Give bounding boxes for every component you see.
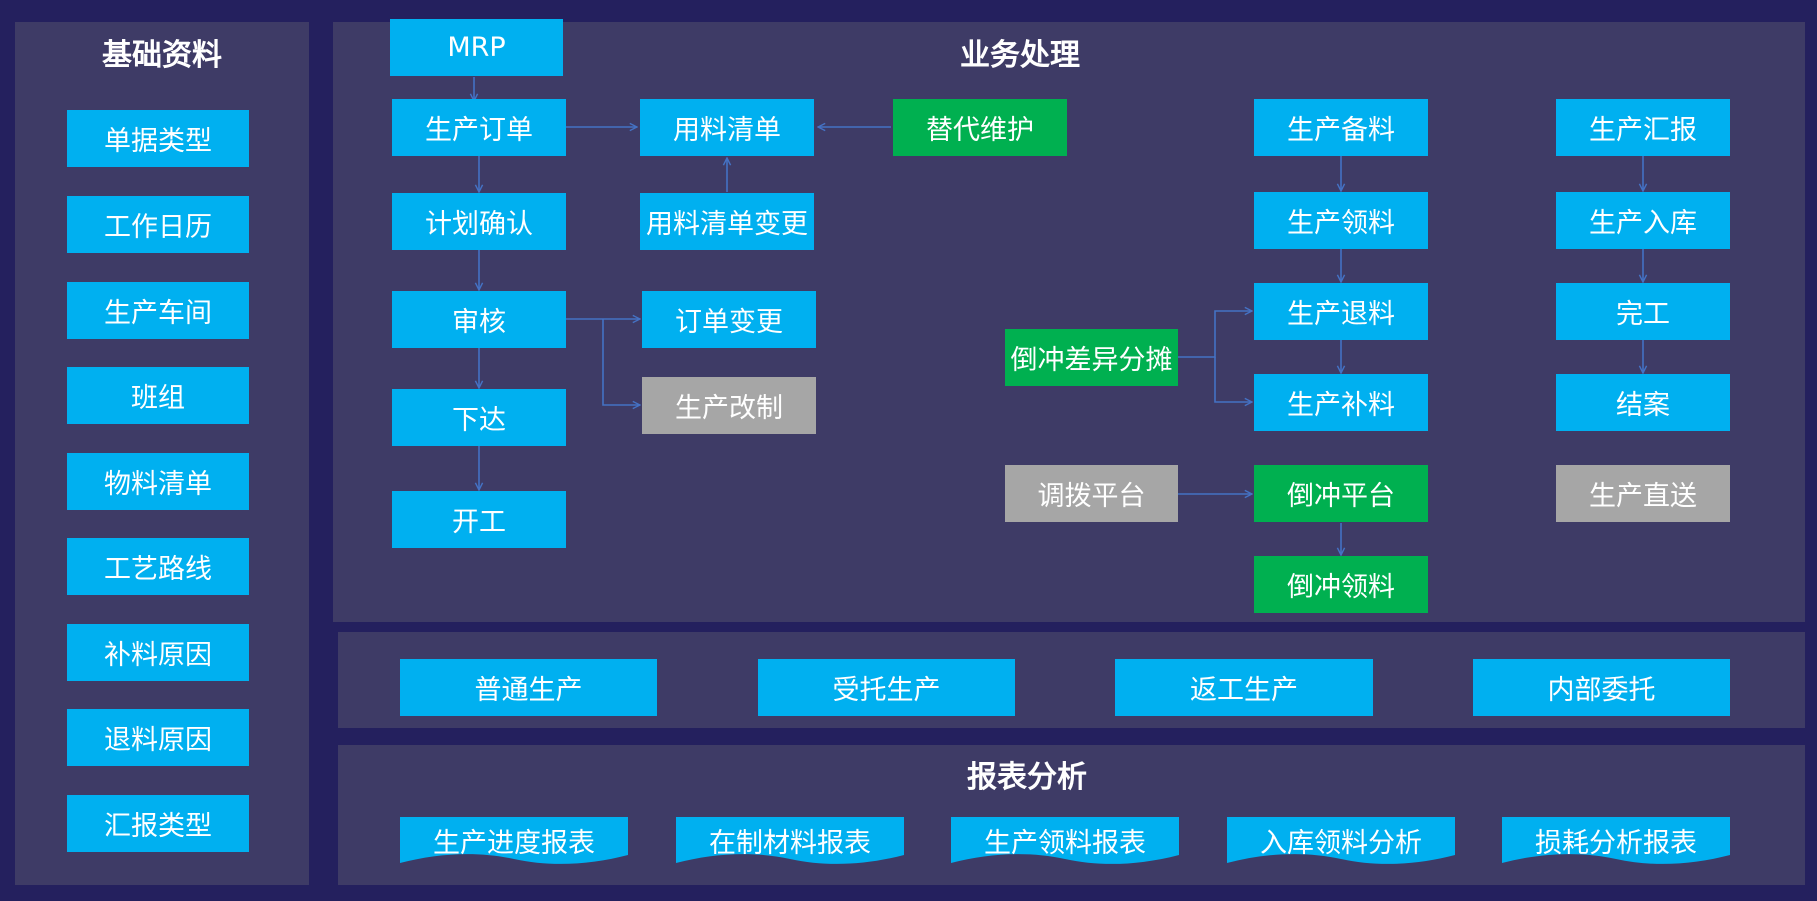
basic-data-title: 基础资料	[102, 38, 222, 73]
box-transfer-platform[interactable]: 调拨平台	[1005, 465, 1178, 522]
box-prod-order[interactable]: 生产订单	[392, 99, 566, 156]
basic-item-routing[interactable]: 工艺路线	[67, 538, 249, 595]
basic-item-return-reason[interactable]: 退料原因	[67, 709, 249, 766]
prod-type-consigned[interactable]: 受托生产	[758, 659, 1015, 716]
prod-type-internal[interactable]: 内部委托	[1473, 659, 1730, 716]
prod-type-normal[interactable]: 普通生产	[400, 659, 657, 716]
basic-item-work-calendar[interactable]: 工作日历	[67, 196, 249, 253]
box-backflush-platform[interactable]: 倒冲平台	[1254, 465, 1428, 522]
basic-item-team[interactable]: 班组	[67, 367, 249, 424]
box-direct-ship[interactable]: 生产直送	[1556, 465, 1730, 522]
box-backflush-pick[interactable]: 倒冲领料	[1254, 556, 1428, 613]
business-title: 业务处理	[960, 38, 1080, 73]
box-close[interactable]: 结案	[1556, 374, 1730, 431]
report-instock-pick[interactable]: 入库领料分析	[1227, 817, 1455, 867]
box-complete[interactable]: 完工	[1556, 283, 1730, 340]
box-audit[interactable]: 审核	[392, 291, 566, 348]
prod-type-rework[interactable]: 返工生产	[1115, 659, 1373, 716]
box-plan-confirm[interactable]: 计划确认	[392, 193, 566, 250]
box-mrp[interactable]: MRP	[390, 19, 563, 76]
box-prod-prepare[interactable]: 生产备料	[1254, 99, 1428, 156]
box-bom-usage[interactable]: 用料清单	[640, 99, 814, 156]
basic-item-report-type[interactable]: 汇报类型	[67, 795, 249, 852]
box-prod-return[interactable]: 生产退料	[1254, 283, 1428, 340]
basic-item-workshop[interactable]: 生产车间	[67, 282, 249, 339]
basic-item-doc-type[interactable]: 单据类型	[67, 110, 249, 167]
basic-item-bom[interactable]: 物料清单	[67, 453, 249, 510]
report-title: 报表分析	[967, 760, 1087, 795]
box-backflush-alloc[interactable]: 倒冲差异分摊	[1005, 329, 1178, 386]
box-prod-supply[interactable]: 生产补料	[1254, 374, 1428, 431]
basic-item-supply-reason[interactable]: 补料原因	[67, 624, 249, 681]
box-prod-instock[interactable]: 生产入库	[1556, 192, 1730, 249]
box-start[interactable]: 开工	[392, 491, 566, 548]
box-order-change[interactable]: 订单变更	[642, 291, 816, 348]
box-bom-change[interactable]: 用料清单变更	[640, 193, 814, 250]
box-release[interactable]: 下达	[392, 389, 566, 446]
box-substitute[interactable]: 替代维护	[893, 99, 1067, 156]
box-prod-report[interactable]: 生产汇报	[1556, 99, 1730, 156]
box-prod-pick[interactable]: 生产领料	[1254, 192, 1428, 249]
box-prod-rework[interactable]: 生产改制	[642, 377, 816, 434]
